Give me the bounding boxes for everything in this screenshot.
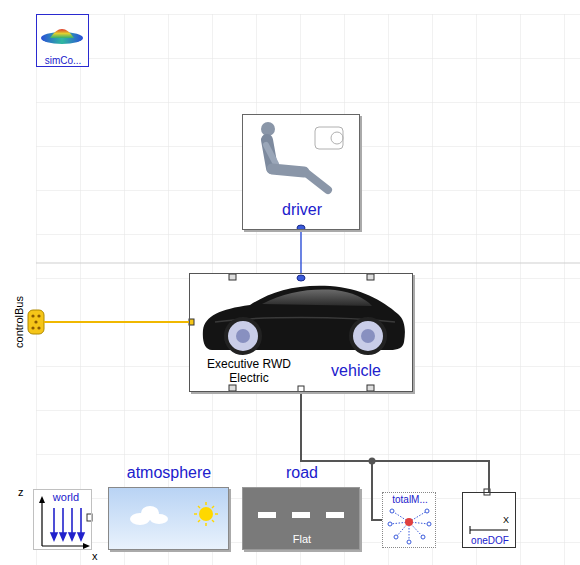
block-label: atmosphere [127,464,212,482]
settings-icon [36,14,89,67]
block-sublabel: vehicle [331,362,381,380]
block-label: totalM... [392,494,428,506]
block-label: controlBus [13,296,26,348]
car-illustration [189,273,413,392]
block-label: simCo... [45,55,82,67]
axis-label: X [503,516,509,526]
settings-icon-box: simCo... [36,14,89,67]
world-block: world [33,489,92,550]
block-label: driver [282,201,322,219]
atmosphere-block: atmosphere [108,487,229,550]
axis-label: z [18,486,24,498]
road-illustration [242,487,360,550]
frame-connection [301,392,489,492]
driver-illustration [242,114,360,231]
vehicle-block: Executive RWD Electric vehicle [189,273,413,392]
block-label: road [286,464,318,482]
driver-block: driver [242,114,360,230]
block-label: oneDOF [471,535,509,547]
grid-axis [36,263,580,264]
joint-illustration [462,489,516,548]
grid [36,14,580,565]
block-label: world [53,491,79,504]
block-label: Executive RWD Electric [203,358,295,386]
bus-wire [44,321,189,323]
frame-connection [301,392,382,520]
road-block: roadFlat [242,487,360,550]
driver-connection [300,230,302,273]
atmosphere-illustration [108,487,229,550]
world-illustration [33,489,92,550]
bus-connector: controlBus [28,310,44,334]
axis-label: x [92,550,98,562]
bus-connector-symbol [28,310,44,334]
mass-sensor-illustration [382,492,436,548]
block-sublabel: Flat [293,533,311,546]
mass-sensor-block: totalM... [382,492,436,548]
